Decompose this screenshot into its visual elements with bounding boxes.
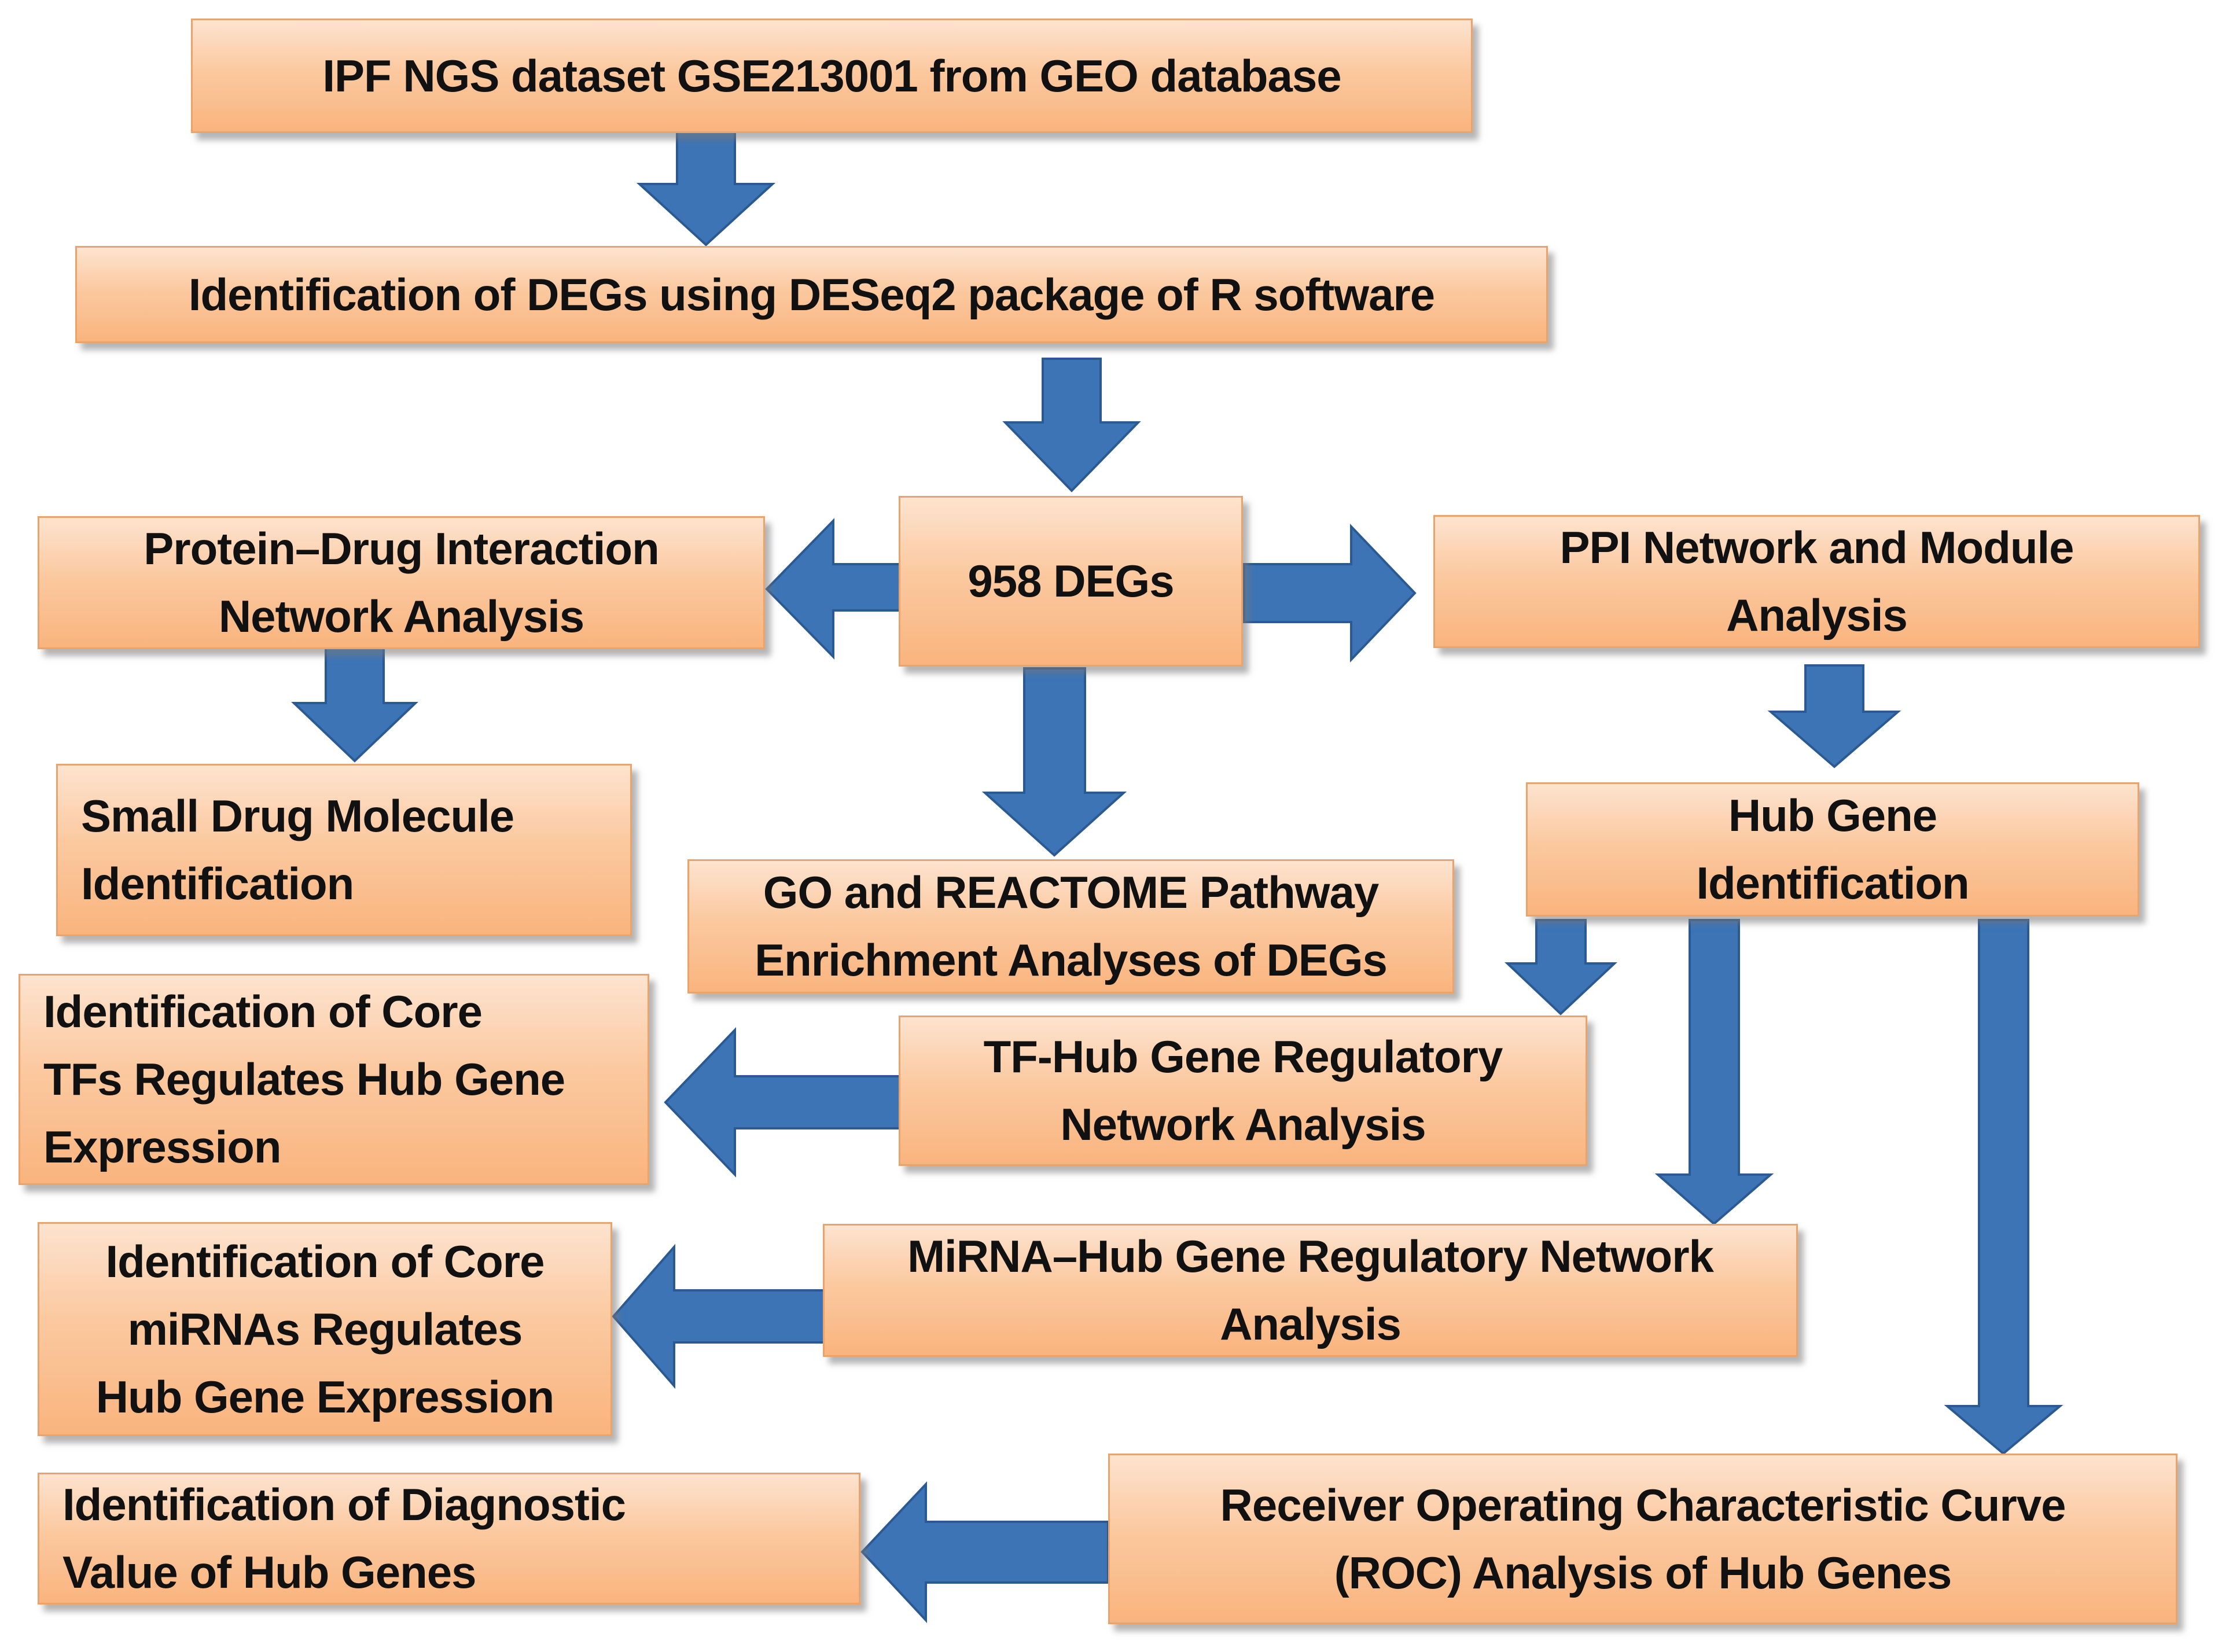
core-mirnas-box: Identification of Core miRNAs Regulates …: [38, 1222, 612, 1436]
degs-count-box: 958 DEGs: [899, 496, 1243, 667]
ppi-network-line-1: PPI Network and Module: [1559, 522, 2074, 573]
go-reactome-line-2: Enrichment Analyses of DEGs: [755, 934, 1388, 985]
protein-drug-line-2: Network Analysis: [218, 591, 584, 642]
go-reactome-line-1: GO and REACTOME Pathway: [763, 867, 1379, 918]
tf-hub-line-2: Network Analysis: [1060, 1099, 1426, 1150]
roc-box: Receiver Operating Characteristic Curve …: [1108, 1454, 2177, 1624]
mirna-hub-line-1: MiRNA–Hub Gene Regulatory Network: [907, 1231, 1714, 1282]
geo-dataset-line-1: IPF NGS dataset GSE213001 from GEO datab…: [322, 50, 1341, 101]
small-drug-box: Small Drug Molecule Identification: [56, 764, 632, 936]
small-drug-line-2: Identification: [81, 858, 354, 909]
arrow-hub-to-tf-hub: [1504, 919, 1618, 1016]
go-reactome-box: GO and REACTOME Pathway Enrichment Analy…: [687, 859, 1454, 994]
tf-hub-line-1: TF-Hub Gene Regulatory: [983, 1031, 1503, 1082]
hub-gene-line-1: Hub Gene: [1728, 790, 1937, 841]
hub-gene-box: Hub Gene Identification: [1526, 782, 2139, 917]
roc-line-1: Receiver Operating Characteristic Curve: [1220, 1479, 2066, 1530]
core-mirnas-line-3: Hub Gene Expression: [95, 1371, 555, 1422]
core-tfs-line-3: Expression: [43, 1121, 282, 1172]
arrow-mirna-hub-to-core-mirnas: [612, 1243, 826, 1389]
diagnostic-line-2: Value of Hub Genes: [62, 1547, 477, 1598]
arrow-hub-to-mirna-hub: [1654, 919, 1774, 1226]
protein-drug-line-1: Protein–Drug Interaction: [144, 523, 659, 574]
roc-line-2: (ROC) Analysis of Hub Genes: [1334, 1547, 1952, 1598]
core-tfs-box: Identification of Core TFs Regulates Hub…: [19, 974, 649, 1185]
geo-dataset-box: IPF NGS dataset GSE213001 from GEO datab…: [191, 19, 1473, 133]
arrow-958-to-go: [981, 667, 1127, 857]
diagnostic-line-1: Identification of Diagnostic: [62, 1479, 626, 1530]
arrow-ppi-to-hub: [1767, 664, 1901, 768]
arrow-958-to-ppi: [1243, 524, 1417, 663]
core-mirnas-line-2: miRNAs Regulates: [127, 1303, 523, 1355]
arrow-tf-hub-to-core-tfs: [664, 1027, 904, 1178]
degs-count-line-1: 958 DEGs: [968, 555, 1174, 606]
ppi-network-box: PPI Network and Module Analysis: [1433, 515, 2200, 648]
protein-drug-box: Protein–Drug Interaction Network Analysi…: [38, 516, 765, 649]
arrow-degs-to-958: [1002, 358, 1141, 492]
mirna-hub-line-2: Analysis: [1220, 1298, 1402, 1349]
arrow-958-to-protein-drug: [765, 518, 901, 660]
mirna-hub-box: MiRNA–Hub Gene Regulatory Network Analys…: [823, 1224, 1798, 1357]
core-mirnas-line-1: Identification of Core: [105, 1235, 545, 1287]
core-tfs-line-2: TFs Regulates Hub Gene: [43, 1054, 565, 1105]
ppi-network-line-2: Analysis: [1726, 590, 1908, 641]
hub-gene-line-2: Identification: [1696, 858, 1969, 908]
deg-identification-box: Identification of DEGs using DESeq2 pack…: [75, 246, 1548, 343]
deg-identification-line-1: Identification of DEGs using DESeq2 pack…: [188, 268, 1435, 320]
arrow-hub-to-roc: [1944, 919, 2063, 1455]
core-tfs-line-1: Identification of Core: [43, 986, 483, 1037]
diagnostic-box: Identification of Diagnostic Value of Hu…: [38, 1473, 860, 1605]
tf-hub-box: TF-Hub Gene Regulatory Network Analysis: [899, 1016, 1587, 1166]
arrow-geo-to-degs: [636, 129, 776, 246]
small-drug-line-1: Small Drug Molecule: [81, 790, 514, 841]
arrow-roc-to-diagnostic: [860, 1481, 1109, 1624]
arrow-protein-drug-to-small-drug: [291, 647, 418, 763]
